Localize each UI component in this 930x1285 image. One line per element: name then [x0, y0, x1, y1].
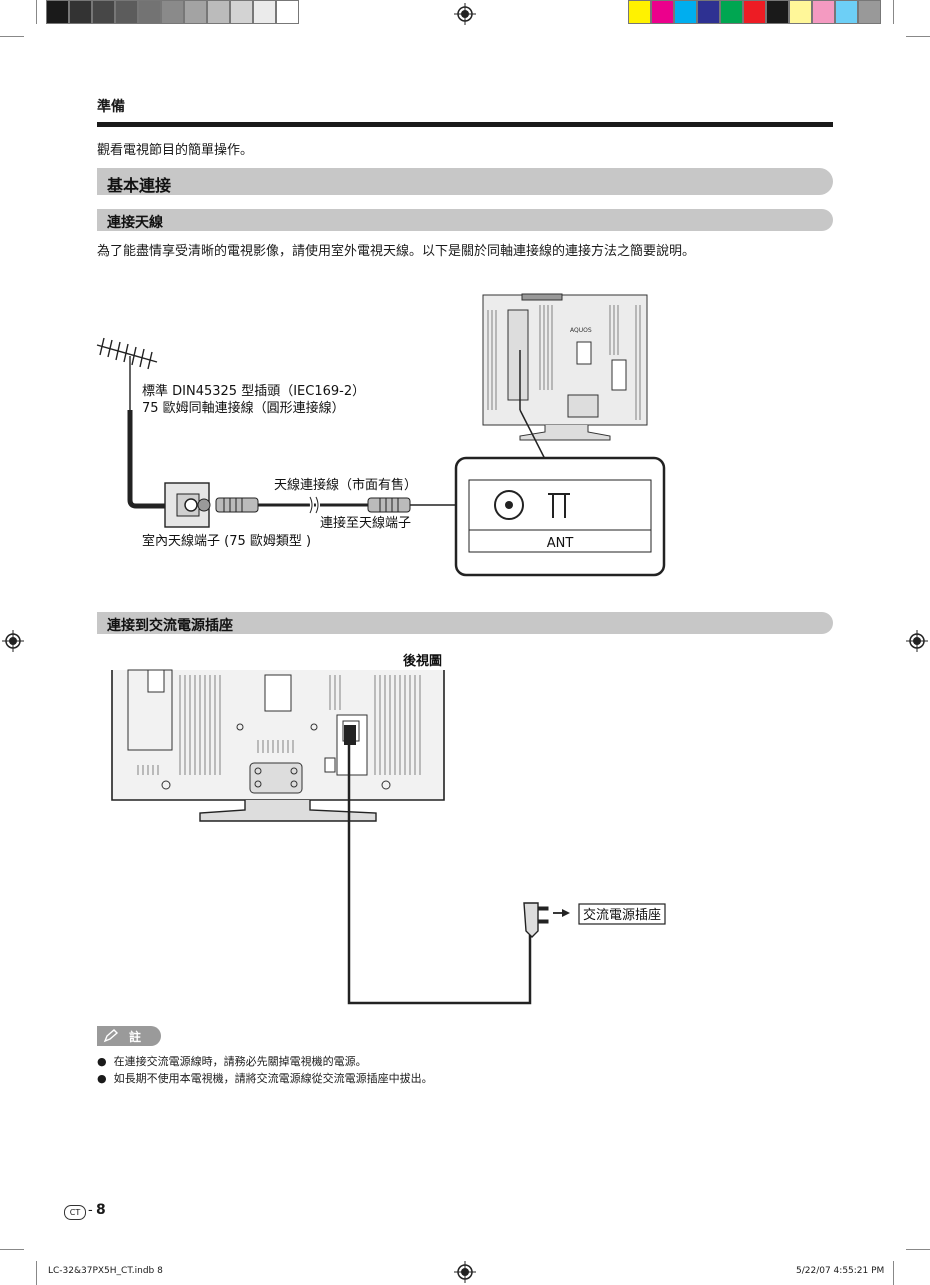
crop-mark — [893, 0, 894, 24]
list-item: ● 在連接交流電源線時，請務必先關掉電視機的電源。 — [97, 1055, 367, 1068]
antenna-connection-diagram: 標準 DIN45325 型插頭（IEC169-2） 75 歐姆同軸連接線（圓形連… — [96, 293, 666, 577]
intro-text: 觀看電視節目的簡單操作。 — [97, 143, 254, 158]
color-swatch — [651, 0, 674, 24]
notes-list: ● 在連接交流電源線時，請務必先關掉電視機的電源。 ● 如長期不使用本電視機，請… — [97, 1053, 433, 1087]
registration-mark-icon — [906, 630, 928, 652]
color-swatch — [276, 0, 299, 24]
tv-rear-large-icon — [111, 669, 445, 822]
section-title: 連接天線 — [107, 215, 163, 231]
note-label: 註 — [129, 1030, 142, 1044]
crop-mark — [906, 1249, 930, 1250]
registration-mark-icon — [2, 630, 24, 652]
wall-socket-icon — [164, 482, 211, 528]
registration-mark-icon — [454, 3, 476, 25]
color-swatch — [697, 0, 720, 24]
rear-view-label: 後視圖 — [403, 653, 442, 669]
color-swatch — [858, 0, 881, 24]
connect-terminal-label: 連接至天線端子 — [320, 515, 411, 531]
arrow-head-icon — [562, 909, 570, 917]
section-title: 連接到交流電源插座 — [107, 618, 233, 634]
color-swatch — [835, 0, 858, 24]
page-number-dash: - — [88, 1203, 93, 1218]
crop-mark — [0, 36, 24, 37]
antenna-symbol-icon — [548, 493, 570, 518]
outlet-label-box — [578, 903, 666, 925]
outlet-label: 交流電源插座 — [583, 907, 661, 923]
color-swatch — [207, 0, 230, 24]
tv-logo: AQUOS — [570, 327, 592, 334]
page-number: 8 — [96, 1202, 106, 1218]
language-badge: CT — [64, 1205, 86, 1220]
crop-mark — [0, 1249, 24, 1250]
color-swatch — [46, 0, 69, 24]
coax-cable-line — [127, 410, 165, 509]
section-bar-antenna: 連接天線 — [97, 209, 833, 231]
color-swatch — [720, 0, 743, 24]
color-swatch — [253, 0, 276, 24]
color-swatch — [743, 0, 766, 24]
cable-label: 天線連接線（市面有售） — [274, 477, 417, 493]
tv-rear-icon — [482, 293, 648, 441]
color-swatch — [789, 0, 812, 24]
section-bar-basic: 基本連接 — [97, 168, 833, 195]
registration-mark-icon — [454, 1261, 476, 1283]
color-swatch — [115, 0, 138, 24]
heading-rule — [97, 122, 833, 127]
antenna-cable-icon — [215, 496, 486, 514]
section-heading: 準備 — [97, 99, 125, 115]
indoor-terminal-label: 室內天線端子 (75 歐姆類型 ) — [142, 533, 311, 549]
color-swatch — [230, 0, 253, 24]
power-connection-diagram: 後視圖 — [111, 653, 666, 1005]
file-name: LC-32&37PX5H_CT.indb 8 — [48, 1266, 163, 1276]
color-swatch — [161, 0, 184, 24]
color-swatch — [766, 0, 789, 24]
power-cord-line — [347, 745, 532, 1005]
crop-mark — [906, 36, 930, 37]
print-timestamp: 5/22/07 4:55:21 PM — [796, 1266, 885, 1276]
ant-label: ANT — [547, 536, 574, 551]
power-plug-icon — [344, 725, 356, 745]
section-bar-power: 連接到交流電源插座 — [97, 612, 833, 634]
crop-mark — [36, 0, 37, 24]
crop-mark — [36, 1261, 37, 1285]
list-item: ● 如長期不使用本電視機，請將交流電源線從交流電源插座中拔出。 — [97, 1072, 433, 1085]
ac-plug-icon — [523, 902, 549, 938]
color-swatch — [184, 0, 207, 24]
crop-mark — [893, 1261, 894, 1285]
coax-label: 75 歐姆同軸連接線（圓形連接線） — [142, 400, 345, 416]
pencil-icon — [103, 1029, 119, 1043]
color-swatch — [628, 0, 651, 24]
color-swatch — [69, 0, 92, 24]
color-swatch — [812, 0, 835, 24]
note-badge: 註 — [97, 1026, 161, 1046]
plug-standard-label: 標準 DIN45325 型插頭（IEC169-2） — [142, 383, 365, 399]
color-swatch — [674, 0, 697, 24]
outdoor-antenna-icon — [96, 337, 158, 410]
section-title: 基本連接 — [107, 176, 172, 195]
antenna-description: 為了能盡情享受清晰的電視影像，請使用室外電視天線。以下是關於同軸連接線的連接方法… — [97, 244, 696, 259]
color-swatch — [92, 0, 115, 24]
color-swatch — [138, 0, 161, 24]
